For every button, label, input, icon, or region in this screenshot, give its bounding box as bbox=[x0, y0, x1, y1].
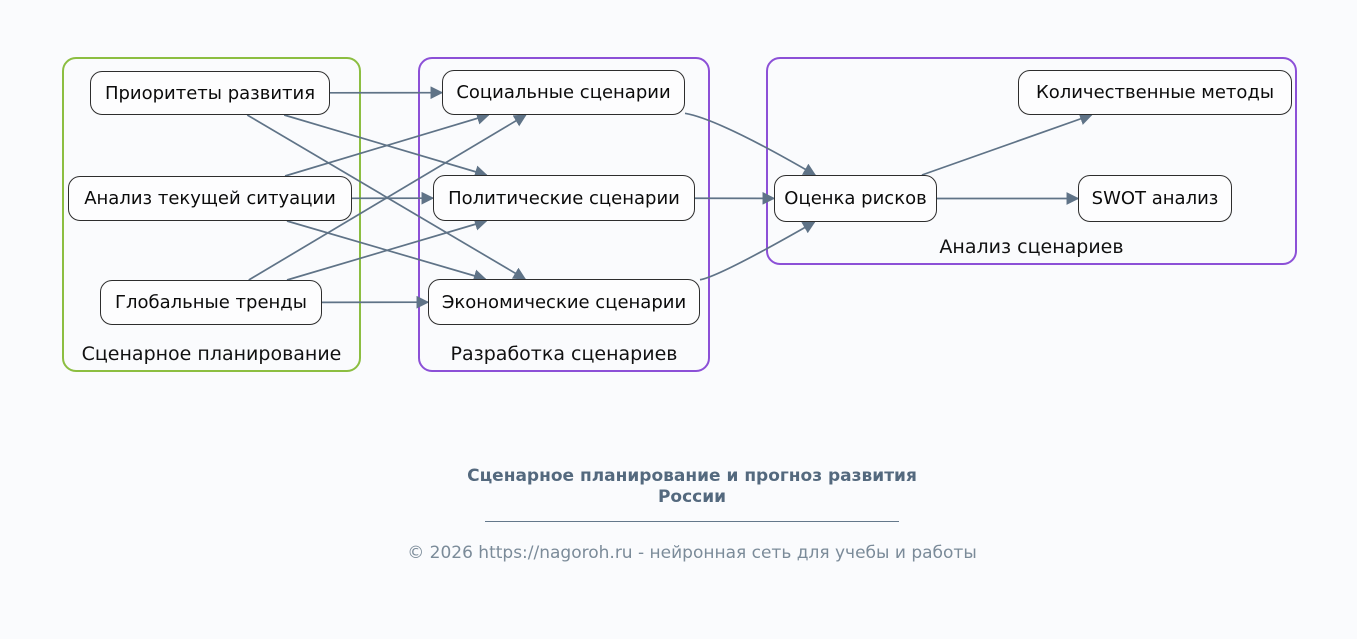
node-label: SWOT анализ bbox=[1091, 188, 1219, 209]
node-label: Оценка рисков bbox=[784, 188, 927, 209]
node-quantitative-methods: Количественные методы bbox=[1018, 70, 1292, 115]
node-social-scenarios: Социальные сценарии bbox=[442, 70, 685, 115]
footer-copyright: © 2026 https://nagoroh.ru - нейронная се… bbox=[407, 543, 977, 563]
node-label: Приоритеты развития bbox=[104, 82, 316, 104]
group-label-scenario-development: Разработка сценариев bbox=[450, 343, 678, 365]
node-label: Глобальные тренды bbox=[115, 292, 307, 313]
node-label: Экономические сценарии bbox=[441, 291, 687, 313]
node-economic-scenarios: Экономические сценарии bbox=[428, 279, 700, 325]
node-risk-assessment: Оценка рисков bbox=[774, 175, 937, 222]
footer-divider bbox=[485, 521, 899, 522]
group-label-scenario-analysis: Анализ сценариев bbox=[939, 236, 1124, 258]
node-label: Социальные сценарии bbox=[456, 82, 671, 103]
node-current-situation: Анализ текущей ситуации bbox=[68, 176, 352, 221]
node-label: Количественные методы bbox=[1035, 82, 1275, 103]
footer: Сценарное планирование и прогноз развити… bbox=[292, 466, 1092, 563]
node-political-scenarios: Политические сценарии bbox=[433, 175, 695, 221]
node-priorities: Приоритеты развития bbox=[90, 71, 330, 115]
footer-title: Сценарное планирование и прогноз развити… bbox=[467, 466, 917, 507]
node-label: Анализ текущей ситуации bbox=[84, 188, 336, 209]
node-label: Политические сценарии bbox=[448, 187, 680, 209]
group-label-scenario-planning: Сценарное планирование bbox=[81, 343, 342, 365]
node-swot-analysis: SWOT анализ bbox=[1078, 175, 1232, 222]
node-global-trends: Глобальные тренды bbox=[100, 280, 322, 325]
